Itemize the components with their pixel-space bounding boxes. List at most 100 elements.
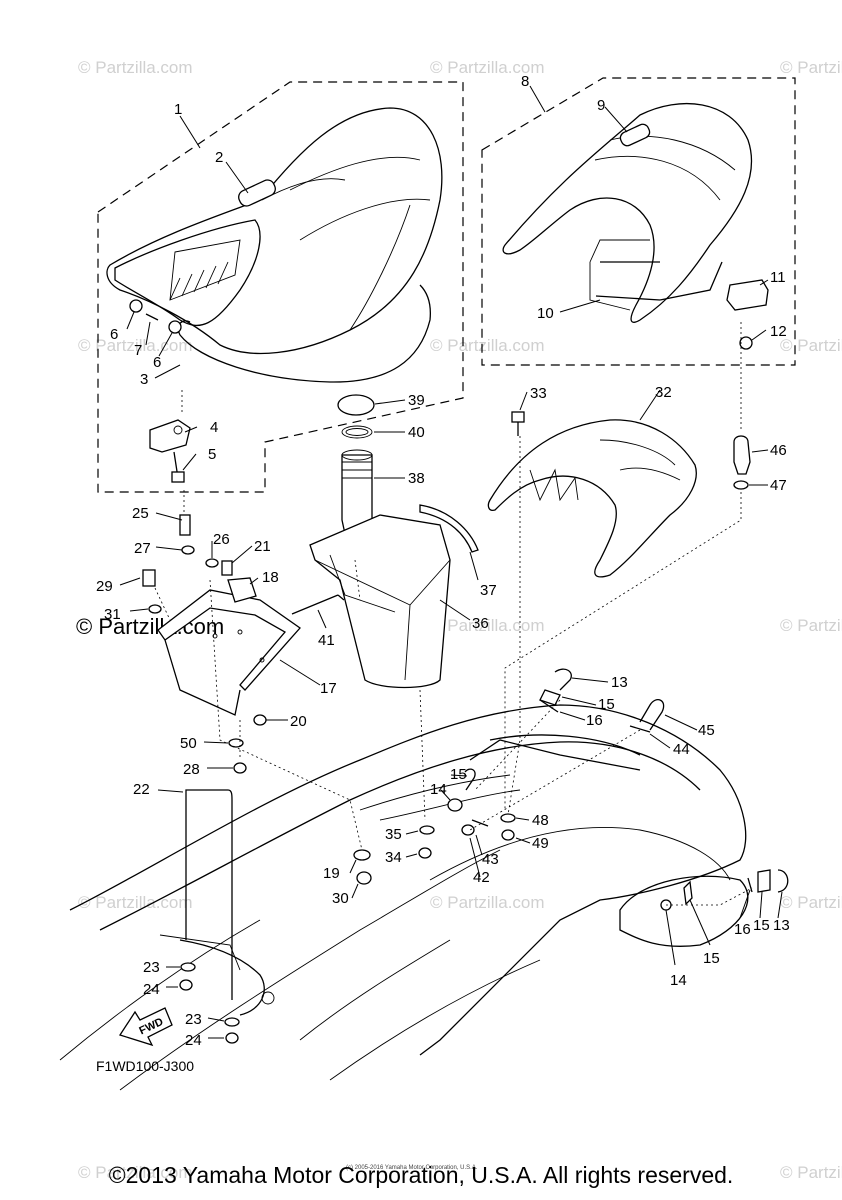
copyright-small-print: (c) 2005-2016 Yamaha Motor Corporation, … bbox=[346, 1165, 478, 1171]
nut-30 bbox=[356, 871, 372, 885]
watermark: © Partzilla.com bbox=[430, 893, 545, 912]
callout-number: 15 bbox=[598, 696, 615, 713]
stud-25 bbox=[179, 514, 191, 536]
bracket-4 bbox=[149, 419, 191, 453]
callout-number: 15 bbox=[450, 766, 467, 783]
callout-number: 37 bbox=[480, 582, 497, 599]
callout-number: 23 bbox=[143, 959, 160, 976]
callout-number: 34 bbox=[385, 849, 402, 866]
rear-seat-illustration bbox=[502, 103, 753, 323]
nut-14 bbox=[447, 798, 463, 812]
callout-number: 25 bbox=[132, 505, 149, 522]
plate-15 bbox=[539, 689, 561, 706]
watermark-layer: © Partzilla.com © Partzilla.com © Partzi… bbox=[76, 58, 842, 1182]
nut-24 bbox=[179, 979, 193, 991]
watermark: © Partzilla.com bbox=[430, 336, 545, 355]
callout-number: 17 bbox=[320, 680, 337, 697]
watermark: © Partzilla.com bbox=[780, 336, 842, 355]
callout-number: 45 bbox=[698, 722, 715, 739]
watermark: © Partzilla.com bbox=[430, 616, 545, 635]
pin-44 bbox=[629, 725, 651, 733]
callout-number: 41 bbox=[318, 632, 335, 649]
diagram-code: F1WD100-J300 bbox=[96, 1058, 194, 1074]
callout-number: 31 bbox=[104, 606, 121, 623]
callout-number: 39 bbox=[408, 392, 425, 409]
watermark: © Partzilla.com bbox=[78, 1163, 193, 1182]
callout-number: 32 bbox=[655, 384, 672, 401]
callout-number: 30 bbox=[332, 890, 349, 907]
nut-20 bbox=[253, 714, 267, 726]
clip-13 bbox=[554, 668, 572, 691]
callout-number: 14 bbox=[670, 972, 687, 989]
forward-direction-arrow: FWD bbox=[118, 1007, 173, 1047]
callout-number: 2 bbox=[215, 149, 223, 166]
callout-number: 8 bbox=[521, 73, 529, 90]
callout-number: 47 bbox=[770, 477, 787, 494]
block-18 bbox=[227, 577, 257, 603]
callout-number: 3 bbox=[140, 371, 148, 388]
plate-15b bbox=[683, 880, 693, 906]
clip-15b bbox=[464, 768, 476, 791]
callout-number: 16 bbox=[734, 921, 751, 938]
bolt-21 bbox=[221, 560, 233, 576]
cap-39 bbox=[337, 394, 375, 416]
callout-number: 40 bbox=[408, 424, 425, 441]
screw-7 bbox=[145, 313, 159, 321]
bracket-11 bbox=[726, 279, 769, 311]
callout-number: 15 bbox=[753, 917, 770, 934]
washer-48 bbox=[500, 813, 516, 823]
nut-34 bbox=[418, 847, 432, 859]
washer-23 bbox=[180, 962, 196, 972]
washer-50 bbox=[228, 738, 244, 748]
callout-number: 10 bbox=[537, 305, 554, 322]
callout-number: 14 bbox=[430, 781, 447, 798]
handle-22 bbox=[185, 789, 233, 1000]
washer-47 bbox=[733, 480, 749, 490]
cover-32 bbox=[487, 419, 697, 578]
rear-seat-assembly-box bbox=[481, 77, 796, 366]
callout-number: 29 bbox=[96, 578, 113, 595]
callout-number: 21 bbox=[254, 538, 271, 555]
watermark: © Partzilla.com bbox=[780, 893, 842, 912]
callout-number: 43 bbox=[482, 851, 499, 868]
callout-number: 6 bbox=[153, 354, 161, 371]
callout-number: 1 bbox=[174, 101, 182, 118]
nut-12 bbox=[739, 336, 753, 350]
callout-number: 46 bbox=[770, 442, 787, 459]
nut-24b bbox=[225, 1032, 239, 1044]
watermark: © Partzilla.com bbox=[780, 616, 842, 635]
nut-28 bbox=[233, 762, 247, 774]
callout-number: 13 bbox=[611, 674, 628, 691]
stud-46 bbox=[733, 435, 751, 475]
nut-42 bbox=[461, 824, 475, 836]
nut-49 bbox=[501, 829, 515, 841]
callout-labels: 1 2 3 4 5 6 7 6 8 9 10 11 12 25 27 26 21… bbox=[96, 73, 790, 1049]
callout-number: 42 bbox=[473, 869, 490, 886]
callout-number: 4 bbox=[210, 419, 218, 436]
callout-number: 11 bbox=[770, 269, 786, 286]
callout-number: 28 bbox=[183, 761, 200, 778]
watermark-highlighted: © Partzilla.com bbox=[76, 614, 224, 639]
strap-37 bbox=[419, 504, 479, 553]
washer-31 bbox=[148, 604, 162, 614]
callout-number: 26 bbox=[213, 531, 230, 548]
washer-35 bbox=[419, 825, 435, 835]
callout-number: 24 bbox=[143, 981, 160, 998]
callout-number: 48 bbox=[532, 812, 549, 829]
callout-number: 12 bbox=[770, 323, 787, 340]
callout-number: 23 bbox=[185, 1011, 202, 1028]
watermark: © Partzilla.com bbox=[780, 58, 842, 77]
callout-number: 19 bbox=[323, 865, 340, 882]
storage-bin-36 bbox=[309, 514, 451, 689]
watermark: © Partzilla.com bbox=[78, 58, 193, 77]
callout-number: 5 bbox=[208, 446, 216, 463]
callout-number: 49 bbox=[532, 835, 549, 852]
pin-clip-set bbox=[747, 869, 789, 893]
watermark: © Partzilla.com bbox=[78, 336, 193, 355]
callout-number: 18 bbox=[262, 569, 279, 586]
callout-number: 16 bbox=[586, 712, 603, 729]
callout-number: 15 bbox=[703, 950, 720, 967]
callout-number: 27 bbox=[134, 540, 151, 557]
callout-number: 7 bbox=[134, 342, 142, 359]
o-ring-40 bbox=[341, 425, 373, 439]
